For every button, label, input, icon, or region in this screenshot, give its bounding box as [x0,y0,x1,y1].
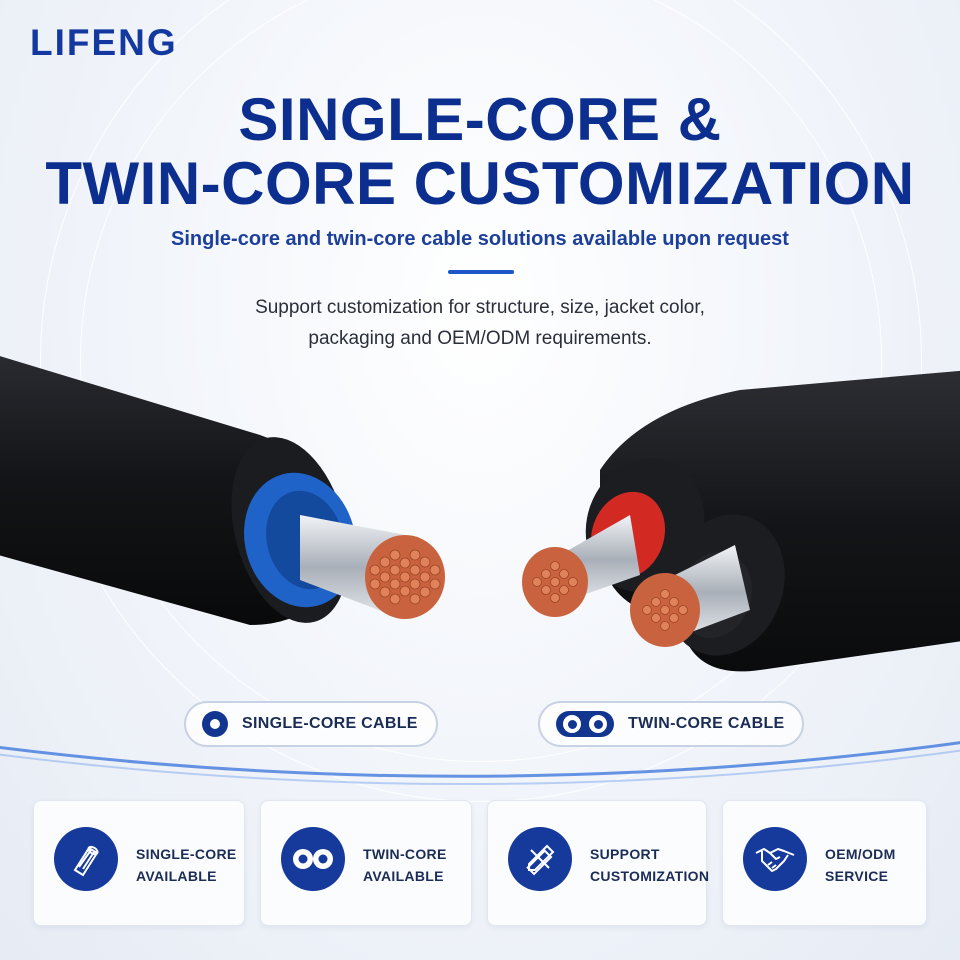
title-divider [448,270,514,274]
twin-core-cable-illustration [522,370,960,672]
subtitle: Single-core and twin-core cable solution… [171,228,789,250]
twin-core-icon [556,711,614,737]
headline-line-2: TWIN-CORE CUSTOMIZATION [45,150,915,217]
feature-title-line-2: AVAILABLE [136,868,217,884]
single-core-cable-icon [54,827,118,891]
feature-title-line-1: OEM/ODM [825,846,896,862]
feature-card-oem-odm: OEM/ODM SERVICE [722,800,927,926]
feature-card-twin-core: TWIN-CORE AVAILABLE [260,800,472,926]
headline-line-1: SINGLE-CORE & [238,86,722,153]
twin-core-icon [281,827,345,891]
feature-title-line-2: CUSTOMIZATION [590,868,710,884]
feature-title-line-2: SERVICE [825,868,889,884]
single-core-cable-illustration [0,356,445,625]
handshake-icon [743,827,807,891]
tools-icon [508,827,572,891]
single-core-cable-label: SINGLE-CORE CABLE [184,701,438,747]
description-line-1: Support customization for structure, siz… [255,297,705,318]
blue-wave-decoration [0,741,960,785]
single-core-label-text: SINGLE-CORE CABLE [242,715,418,732]
feature-title-line-2: AVAILABLE [363,868,444,884]
twin-core-cable-label: TWIN-CORE CABLE [538,701,805,747]
description-line-2: packaging and OEM/ODM requirements. [308,328,652,349]
feature-title-line-1: SINGLE-CORE [136,846,237,862]
single-core-icon [202,711,228,737]
feature-card-customization: SUPPORT CUSTOMIZATION [487,800,710,926]
feature-title-line-1: SUPPORT [590,846,660,862]
brand-logo: LIFENG [30,22,178,63]
feature-card-single-core: SINGLE-CORE AVAILABLE [33,800,245,926]
twin-core-label-text: TWIN-CORE CABLE [628,715,785,732]
feature-title-line-1: TWIN-CORE [363,846,447,862]
